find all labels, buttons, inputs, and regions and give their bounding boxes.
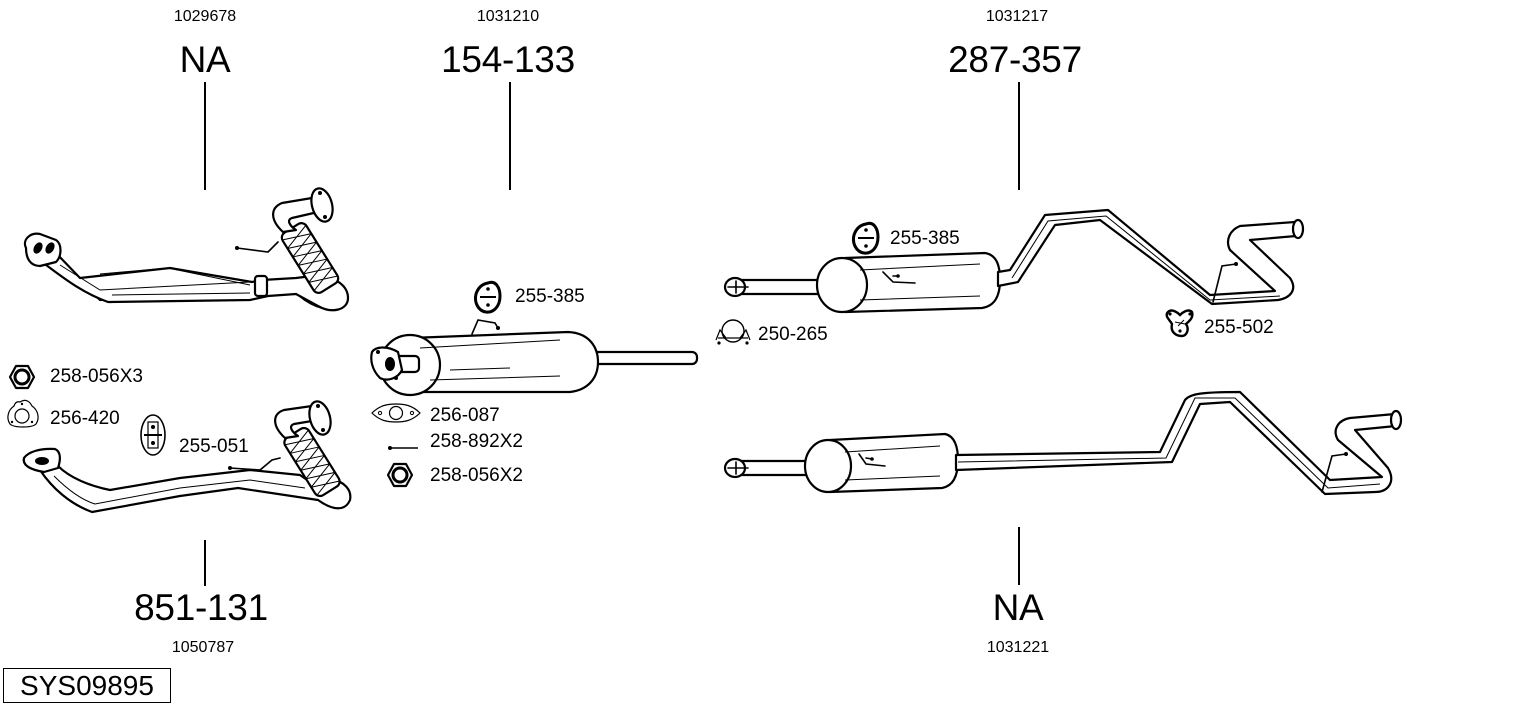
article-number: 1031210 [476,8,540,25]
accessory-code[interactable]: 256-087 [430,405,500,426]
two-hole-gasket-icon [371,403,421,423]
accessory-code[interactable]: 255-051 [179,436,249,457]
rubber-ring-hanger-icon [474,280,502,314]
clamp-icon [715,319,751,345]
mounting-bracket-icon [1165,309,1194,338]
article-number: 1031217 [985,8,1049,25]
front-pipe-bottom-drawing[interactable] [22,399,352,514]
accessory-code[interactable]: 258-056X3 [50,366,143,387]
accessory-code[interactable]: 258-056X2 [430,465,523,486]
leader-line [509,82,511,190]
accessory-code[interactable]: 255-385 [890,228,960,249]
accessory-code[interactable]: 256-420 [50,408,120,429]
nut-icon [386,462,414,488]
rear-silencer-top-drawing[interactable] [723,208,1305,314]
accessory-code[interactable]: 255-502 [1204,317,1274,338]
rubber-hanger-icon [140,414,166,456]
bolt-icon [388,446,418,450]
rear-silencer-bottom-drawing[interactable] [723,390,1403,496]
accessory-code[interactable]: 250-265 [758,324,828,345]
leader-line [204,82,206,190]
leader-line [1018,82,1020,190]
nut-icon [8,364,36,390]
article-number: 1050787 [171,639,235,656]
leader-line [1018,527,1020,585]
accessory-code[interactable]: 255-385 [515,286,585,307]
system-id-box: SYS09895 [3,668,171,703]
part-number[interactable]: 154-133 [441,39,575,80]
leader-line [204,540,206,586]
part-number[interactable]: NA [179,39,231,80]
article-number: 1031221 [986,639,1050,656]
front-silencer-drawing[interactable] [370,319,699,397]
article-number: 1029678 [173,8,237,25]
accessory-code[interactable]: 258-892X2 [430,431,523,452]
part-number[interactable]: NA [992,587,1044,628]
rubber-ring-hanger-icon [852,221,880,255]
part-number[interactable]: 851-131 [134,587,268,628]
part-number[interactable]: 287-357 [948,39,1082,80]
front-pipe-top-drawing[interactable] [23,186,350,312]
three-hole-gasket-icon [7,399,39,428]
